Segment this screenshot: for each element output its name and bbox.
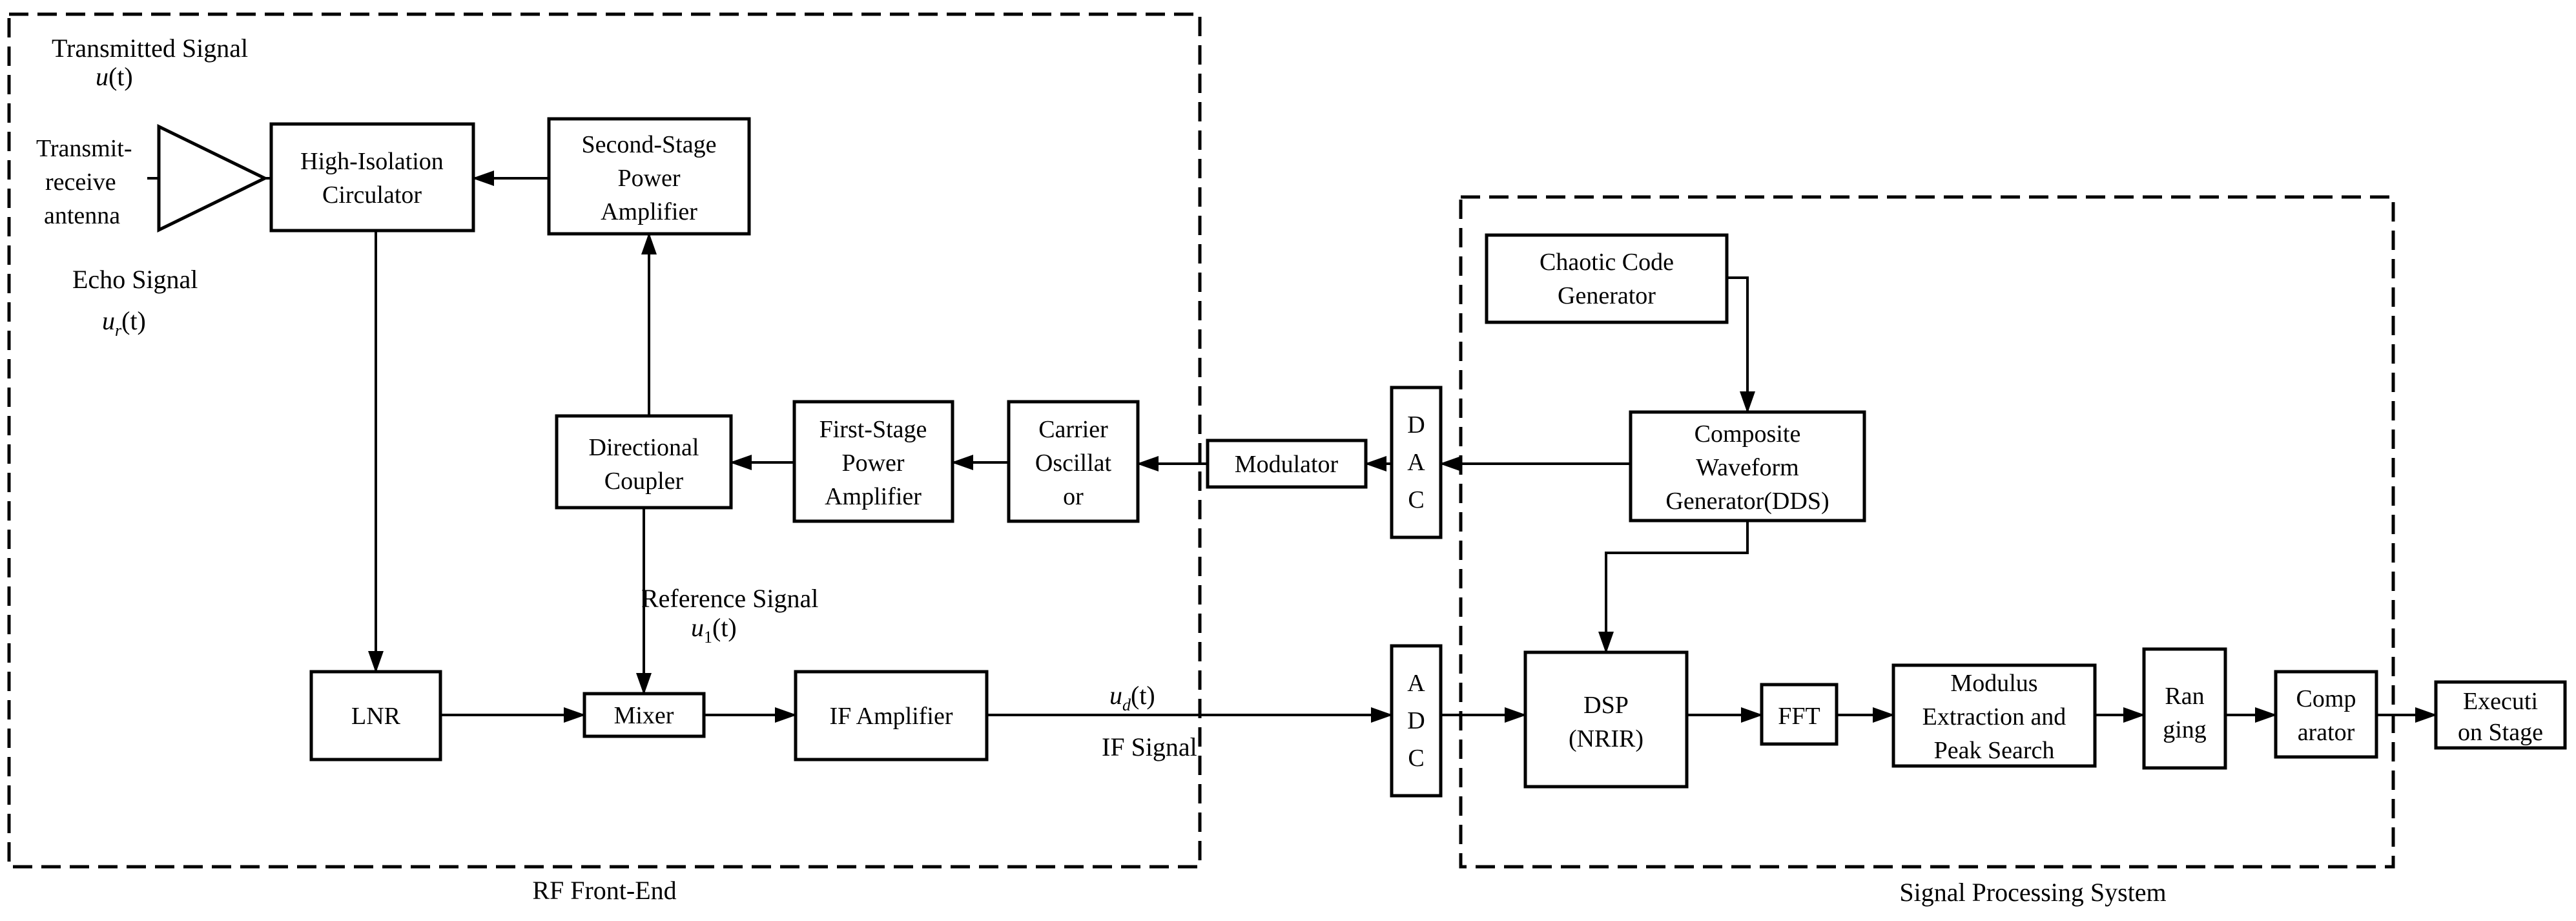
signal-processing-label: Signal Processing System [1899, 878, 2166, 907]
svg-text:Transmit-: Transmit- [36, 135, 132, 162]
if-signal-math: ud(t) [1109, 681, 1155, 714]
adc-block: A D C [1390, 644, 1443, 798]
svg-text:A: A [1407, 449, 1425, 476]
svg-text:Waveform: Waveform [1696, 454, 1798, 481]
carrier-oscillator-block: Carrier Oscillat or [1007, 400, 1140, 523]
mixer-block: Mixer [582, 692, 706, 738]
if-amplifier-block: IF Amplifier [794, 670, 989, 761]
svg-text:on Stage: on Stage [2458, 719, 2543, 746]
dac-block: D A C [1390, 386, 1443, 539]
signal-processing-region [1459, 195, 2395, 869]
echo-signal-math: ur(t) [102, 306, 146, 340]
svg-text:Power: Power [617, 165, 680, 192]
svg-text:FFT: FFT [1778, 703, 1820, 730]
chaotic-code-generator-block: Chaotic Code Generator [1485, 233, 1729, 324]
transmitted-signal-label: Transmitted Signal [52, 34, 248, 63]
dsp-block: DSP (NRIR) [1523, 650, 1689, 789]
reference-signal-math: u1(t) [691, 613, 737, 647]
svg-text:Composite: Composite [1695, 420, 1801, 448]
antenna-label: Transmit- receive antenna [36, 135, 132, 229]
circulator-block: High-Isolation Circulator [269, 122, 475, 233]
second-stage-power-amplifier-block: Second-Stage Power Amplifier [547, 117, 751, 236]
svg-text:Chaotic Code: Chaotic Code [1540, 249, 1674, 276]
svg-text:Modulator: Modulator [1235, 451, 1339, 478]
svg-text:ging: ging [2163, 716, 2207, 743]
connector-arrows [368, 171, 2437, 723]
modulus-peak-search-block: Modulus Extraction and Peak Search [1891, 663, 2097, 768]
svg-text:receive: receive [45, 169, 116, 196]
composite-waveform-generator-block: Composite Waveform Generator(DDS) [1629, 410, 1866, 523]
execution-stage-block: Executi on Stage [2434, 680, 2567, 750]
svg-text:Amplifier: Amplifier [601, 198, 697, 225]
svg-text:Directional: Directional [589, 434, 699, 461]
svg-text:DSP: DSP [1583, 692, 1629, 719]
svg-text:or: or [1063, 483, 1084, 510]
arrow-dds-to-dsp [1598, 521, 1749, 654]
lnr-block: LNR [309, 670, 442, 761]
if-signal-label: IF Signal [1102, 732, 1197, 761]
first-stage-power-amplifier-block: First-Stage Power Amplifier [792, 400, 954, 523]
svg-text:D: D [1407, 707, 1425, 734]
svg-text:Carrier: Carrier [1038, 416, 1108, 443]
directional-coupler-block: Directional Coupler [555, 414, 733, 510]
antenna-icon [147, 123, 271, 233]
svg-text:Oscillat: Oscillat [1035, 450, 1112, 477]
svg-text:Comp: Comp [2296, 685, 2356, 712]
rf-front-end-label: RF Front-End [532, 876, 676, 905]
transmitted-signal-math: u(t) [96, 62, 133, 91]
svg-text:(NRIR): (NRIR) [1569, 725, 1643, 752]
svg-text:A: A [1407, 670, 1425, 697]
comparator-block: Comp arator [2274, 670, 2378, 759]
ranging-block: Ran ging [2142, 647, 2227, 770]
svg-text:High-Isolation: High-Isolation [300, 148, 444, 175]
modulator-block: Modulator [1206, 439, 1368, 489]
echo-signal-label: Echo Signal [72, 265, 198, 294]
svg-text:Executi: Executi [2463, 688, 2538, 715]
svg-text:C: C [1408, 486, 1424, 513]
svg-text:Extraction and: Extraction and [1922, 703, 2066, 730]
svg-text:Mixer: Mixer [614, 702, 674, 729]
svg-text:Coupler: Coupler [604, 468, 684, 495]
fft-block: FFT [1760, 683, 1839, 746]
svg-text:Modulus: Modulus [1950, 670, 2037, 697]
svg-text:Power: Power [841, 450, 904, 477]
svg-text:Generator(DDS): Generator(DDS) [1665, 488, 1829, 515]
svg-text:antenna: antenna [44, 202, 120, 229]
reference-signal-label: Reference Signal [641, 584, 818, 613]
svg-text:arator: arator [2298, 719, 2355, 746]
svg-text:D: D [1407, 411, 1425, 439]
svg-text:Generator: Generator [1558, 282, 1656, 309]
svg-text:Amplifier: Amplifier [825, 483, 922, 510]
svg-text:First-Stage: First-Stage [819, 416, 927, 443]
svg-text:C: C [1408, 745, 1424, 772]
svg-text:Circulator: Circulator [322, 181, 422, 209]
svg-text:Ran: Ran [2165, 683, 2204, 710]
svg-text:Second-Stage: Second-Stage [582, 131, 717, 158]
svg-text:IF Amplifier: IF Amplifier [829, 703, 953, 730]
svg-text:Peak Search: Peak Search [1934, 737, 2055, 764]
svg-text:LNR: LNR [351, 703, 401, 730]
arrow-chaotic-to-dds [1727, 276, 1755, 413]
